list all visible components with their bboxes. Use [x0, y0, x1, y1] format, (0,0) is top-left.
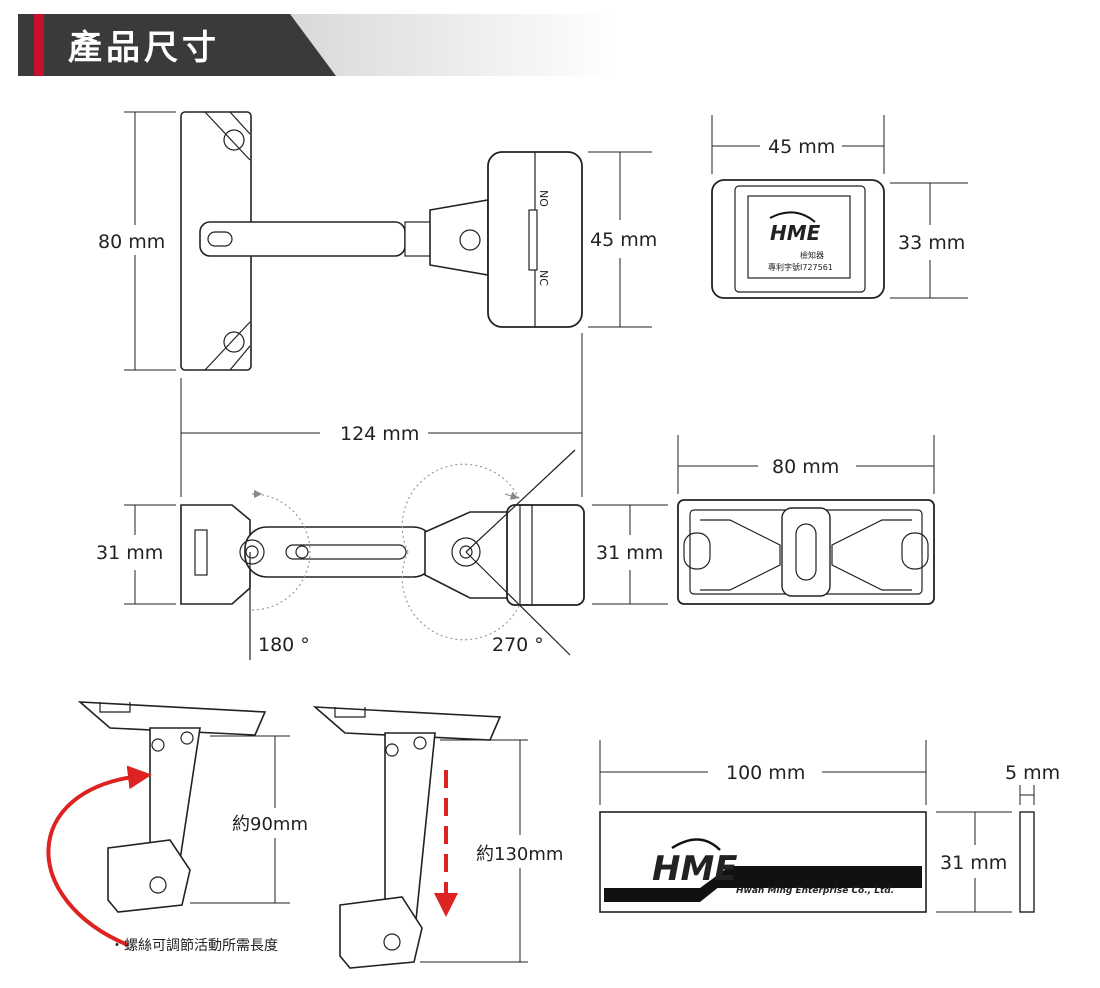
plate-logo-swoosh	[671, 838, 721, 851]
plate-logo: HME	[652, 849, 738, 889]
angle-270: 270 °	[492, 634, 544, 656]
plate-company: Hwan Ming Enterprise Co., Ltd.	[736, 886, 894, 896]
bracket-short-illustration	[77, 701, 267, 913]
dim-depth-45: 45 mm	[590, 229, 657, 251]
red-curve-arrow	[46, 765, 152, 947]
switch-label-nc: NC	[537, 270, 550, 286]
sensor-text-line2: 專利字號I727561	[768, 262, 833, 272]
sensor-logo: HME	[770, 221, 821, 245]
dim-height-33: 33 mm	[898, 232, 965, 254]
dim-approx-90: 約90mm	[232, 814, 308, 835]
dim-length-124: 124 mm	[340, 423, 419, 445]
front-view-drawing	[711, 179, 885, 299]
page-title: 產品尺寸	[68, 28, 220, 68]
header-banner	[18, 14, 618, 76]
side-view-drawing	[180, 111, 583, 371]
dim-height-80: 80 mm	[98, 231, 165, 253]
sensor-logo-swoosh	[769, 211, 816, 223]
dim-width-80: 80 mm	[772, 456, 839, 478]
top-view-drawing	[180, 449, 585, 660]
dim-width-45: 45 mm	[768, 136, 835, 158]
note-text: ・螺絲可調節活動所需長度	[110, 937, 278, 954]
dim-height-31-left: 31 mm	[96, 542, 163, 564]
angle-180: 180 °	[258, 634, 310, 656]
dim-thick-5: 5 mm	[1005, 762, 1060, 784]
dim-approx-130: 約130mm	[476, 844, 563, 865]
switch-label-no: NO	[537, 190, 550, 207]
sensor-text-line1: 檢知器	[800, 250, 824, 260]
nameplate-drawing	[599, 811, 1035, 913]
bracket-long-illustration	[312, 706, 502, 969]
dim-len-100: 100 mm	[726, 762, 805, 784]
back-view-drawing	[677, 499, 935, 605]
dim-height-31-mid: 31 mm	[596, 542, 663, 564]
header-accent	[34, 14, 44, 76]
dim-height-31-plate: 31 mm	[940, 852, 1007, 874]
